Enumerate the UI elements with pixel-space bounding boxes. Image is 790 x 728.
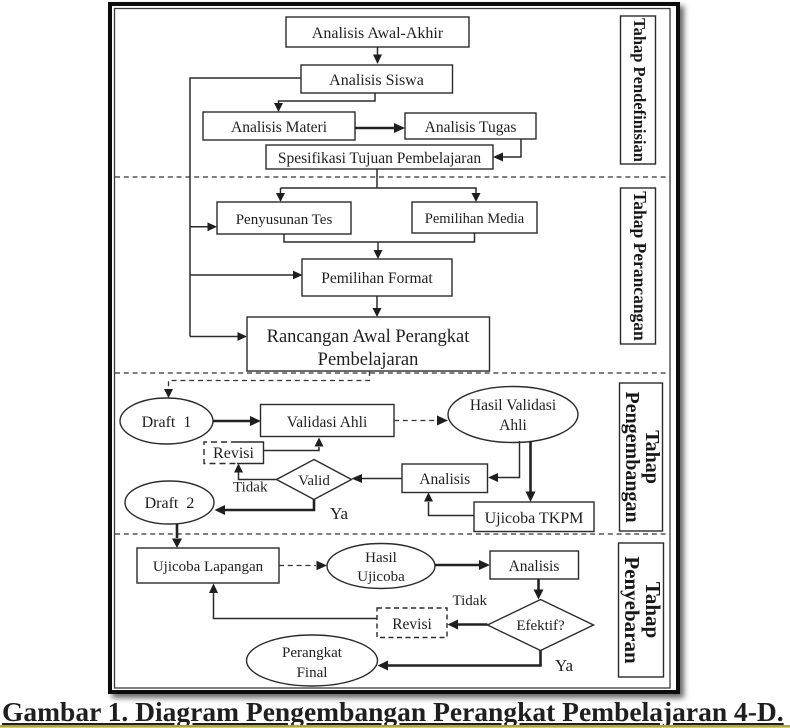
svg-text:Ujicoba Lapangan: Ujicoba Lapangan (153, 559, 264, 575)
svg-text:Hasil Validasi: Hasil Validasi (470, 397, 557, 414)
svg-text:Tidak: Tidak (453, 593, 488, 609)
svg-text:Revisi: Revisi (392, 616, 432, 633)
svg-text:Efektif?: Efektif? (516, 618, 565, 634)
svg-text:Spesifikasi Tujuan Pembelajara: Spesifikasi Tujuan Pembelajaran (278, 150, 481, 167)
svg-text:Pembelajaran: Pembelajaran (318, 350, 419, 370)
svg-text:Analisis: Analisis (419, 471, 470, 488)
svg-text:Final: Final (297, 665, 328, 681)
svg-text:Analisis Awal-Akhir: Analisis Awal-Akhir (312, 25, 444, 42)
svg-text:Pemilihan Format: Pemilihan Format (321, 270, 433, 287)
svg-text:Tahap Pendefinisian: Tahap Pendefinisian (630, 18, 649, 162)
svg-text:Rancangan Awal Perangkat: Rancangan Awal Perangkat (267, 327, 471, 347)
svg-text:Penyusunan Tes: Penyusunan Tes (236, 212, 333, 228)
svg-text:Ya: Ya (330, 504, 349, 523)
svg-text:Ujicoba: Ujicoba (357, 569, 405, 585)
svg-text:Analisis Siswa: Analisis Siswa (329, 72, 424, 89)
svg-text:Validasi Ahli: Validasi Ahli (287, 414, 368, 431)
svg-text:Penyebaran: Penyebaran (620, 556, 644, 664)
svg-text:Gambar 1. Diagram Pengembangan: Gambar 1. Diagram Pengembangan Perangkat… (2, 696, 784, 727)
svg-text:Pemilihan Media: Pemilihan Media (425, 211, 525, 227)
svg-text:Tahap Perancangan: Tahap Perancangan (630, 191, 650, 341)
svg-text:Revisi: Revisi (213, 445, 254, 462)
svg-text:Valid: Valid (298, 473, 330, 489)
svg-text:Perangkat: Perangkat (282, 645, 343, 661)
svg-text:Analisis Tugas: Analisis Tugas (425, 119, 517, 136)
svg-text:Draft 2: Draft 2 (145, 495, 195, 512)
svg-text:Ya: Ya (555, 656, 574, 675)
svg-text:Tahap: Tahap (641, 582, 665, 638)
svg-text:Analisis: Analisis (509, 558, 560, 575)
svg-text:Analisis Materi: Analisis Materi (231, 119, 328, 136)
svg-text:Pengembangan: Pengembangan (621, 391, 643, 522)
svg-text:Tidak: Tidak (233, 480, 268, 496)
svg-text:Hasil: Hasil (365, 550, 397, 566)
svg-text:Ujicoba TKPM: Ujicoba TKPM (485, 510, 584, 527)
svg-text:Draft 1: Draft 1 (142, 414, 192, 431)
svg-text:Ahli: Ahli (499, 417, 527, 434)
svg-text:Tahap: Tahap (641, 430, 663, 484)
